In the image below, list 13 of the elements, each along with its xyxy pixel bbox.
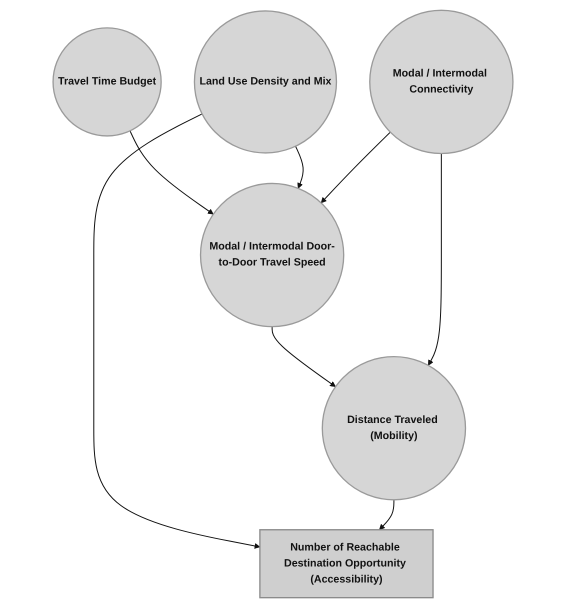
arrow [428,153,442,366]
arrow [295,146,304,189]
arrow [379,499,394,530]
arrow [272,326,336,387]
node-circle: Modal / Intermodal Connectivity [369,10,514,154]
node-box: Number of Reachable Destination Opportunity (Accessibility) [259,529,434,598]
node-circle: Land Use Density and Mix [194,10,338,154]
node-circle: Distance Traveled (Mobility) [322,356,466,500]
arrow [93,113,260,549]
node-circle: Modal / Intermodal Door-to-Door Travel Speed [200,182,344,328]
node-circle: Travel Time Budget [52,27,162,137]
arrow [320,132,391,204]
arrow [130,130,214,214]
